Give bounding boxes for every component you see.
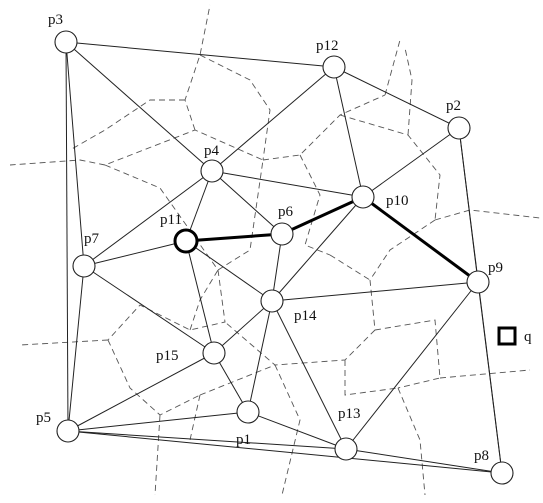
label-p8: p8 [474, 448, 489, 464]
edge-p7-p5 [67, 265, 85, 432]
label-p4: p4 [204, 143, 220, 159]
edge-p3-p12 [65, 41, 335, 68]
edge-p12-p10 [333, 66, 364, 198]
node-p1 [236, 400, 260, 424]
query-marker [497, 326, 517, 346]
node-p9 [466, 270, 490, 294]
label-p9: p9 [488, 260, 503, 276]
label-p13: p13 [338, 406, 361, 422]
edge-p15-p5 [67, 352, 215, 432]
label-p7: p7 [84, 231, 100, 247]
edge-p7-p15 [83, 265, 215, 354]
path-edge-p6-p10 [281, 195, 364, 236]
edge-p12-p2 [333, 66, 460, 129]
edge-p9-p13 [345, 281, 479, 450]
edge-p5-p8 [67, 430, 503, 474]
label-p15: p15 [156, 348, 179, 364]
label-p10: p10 [386, 193, 409, 209]
edge-p3-p7 [65, 41, 85, 267]
edge-p14-p1 [247, 300, 273, 413]
edge-p12-p4 [211, 66, 335, 172]
edge-p13-p8 [345, 448, 503, 474]
query-point: q [497, 326, 532, 346]
node-p10 [351, 185, 375, 209]
node-p11 [173, 228, 199, 254]
edge-p10-p14 [271, 196, 364, 302]
edge-p4-p7 [83, 170, 213, 267]
node-p8 [490, 461, 514, 485]
node-p12 [322, 55, 346, 79]
label-p1: p1 [236, 432, 251, 448]
edge-p9-p8 [477, 281, 503, 474]
point-nodes: p1 p2 p3 p4 p5 p6 p7 p8 p9 p10 p11 p12 p13 p14 p15 [36, 12, 514, 485]
node-p3 [54, 30, 78, 54]
label-p12: p12 [316, 38, 339, 54]
node-p13 [334, 437, 358, 461]
edge-p11-p7 [83, 240, 187, 267]
edge-p4-p10 [211, 170, 364, 198]
edge-p11-p14 [185, 240, 273, 302]
edge-p14-p13 [271, 300, 347, 450]
edge-p2-p10 [362, 127, 460, 198]
node-p7 [72, 254, 96, 278]
node-p5 [56, 419, 80, 443]
edge-p14-p15 [213, 300, 273, 354]
label-p2: p2 [446, 98, 461, 114]
node-p2 [447, 116, 471, 140]
edge-p4-p6 [211, 170, 283, 235]
edge-p1-p13 [247, 411, 347, 450]
edge-p5-p1 [67, 411, 249, 432]
path-edge-p10-p9 [362, 195, 479, 284]
label-p3: p3 [48, 12, 63, 28]
node-p6 [270, 222, 294, 246]
label-p14: p14 [294, 308, 317, 324]
node-p4 [200, 159, 224, 183]
edge-p3-p5 [65, 41, 69, 432]
highlighted-path [185, 195, 479, 284]
edge-p3-p4 [65, 41, 213, 172]
label-p11: p11 [160, 212, 182, 228]
query-label: q [524, 329, 532, 345]
edge-p11-p15 [185, 240, 215, 354]
node-p15 [202, 341, 226, 365]
label-p6: p6 [278, 204, 294, 220]
path-edge-p11-p6 [185, 232, 283, 243]
voronoi-edges [9, 4, 541, 496]
triangulation-edges [65, 41, 503, 474]
node-p14 [260, 289, 284, 313]
label-p5: p5 [36, 410, 51, 426]
edge-p14-p9 [271, 281, 479, 302]
edge-p5-p13 [67, 430, 347, 450]
